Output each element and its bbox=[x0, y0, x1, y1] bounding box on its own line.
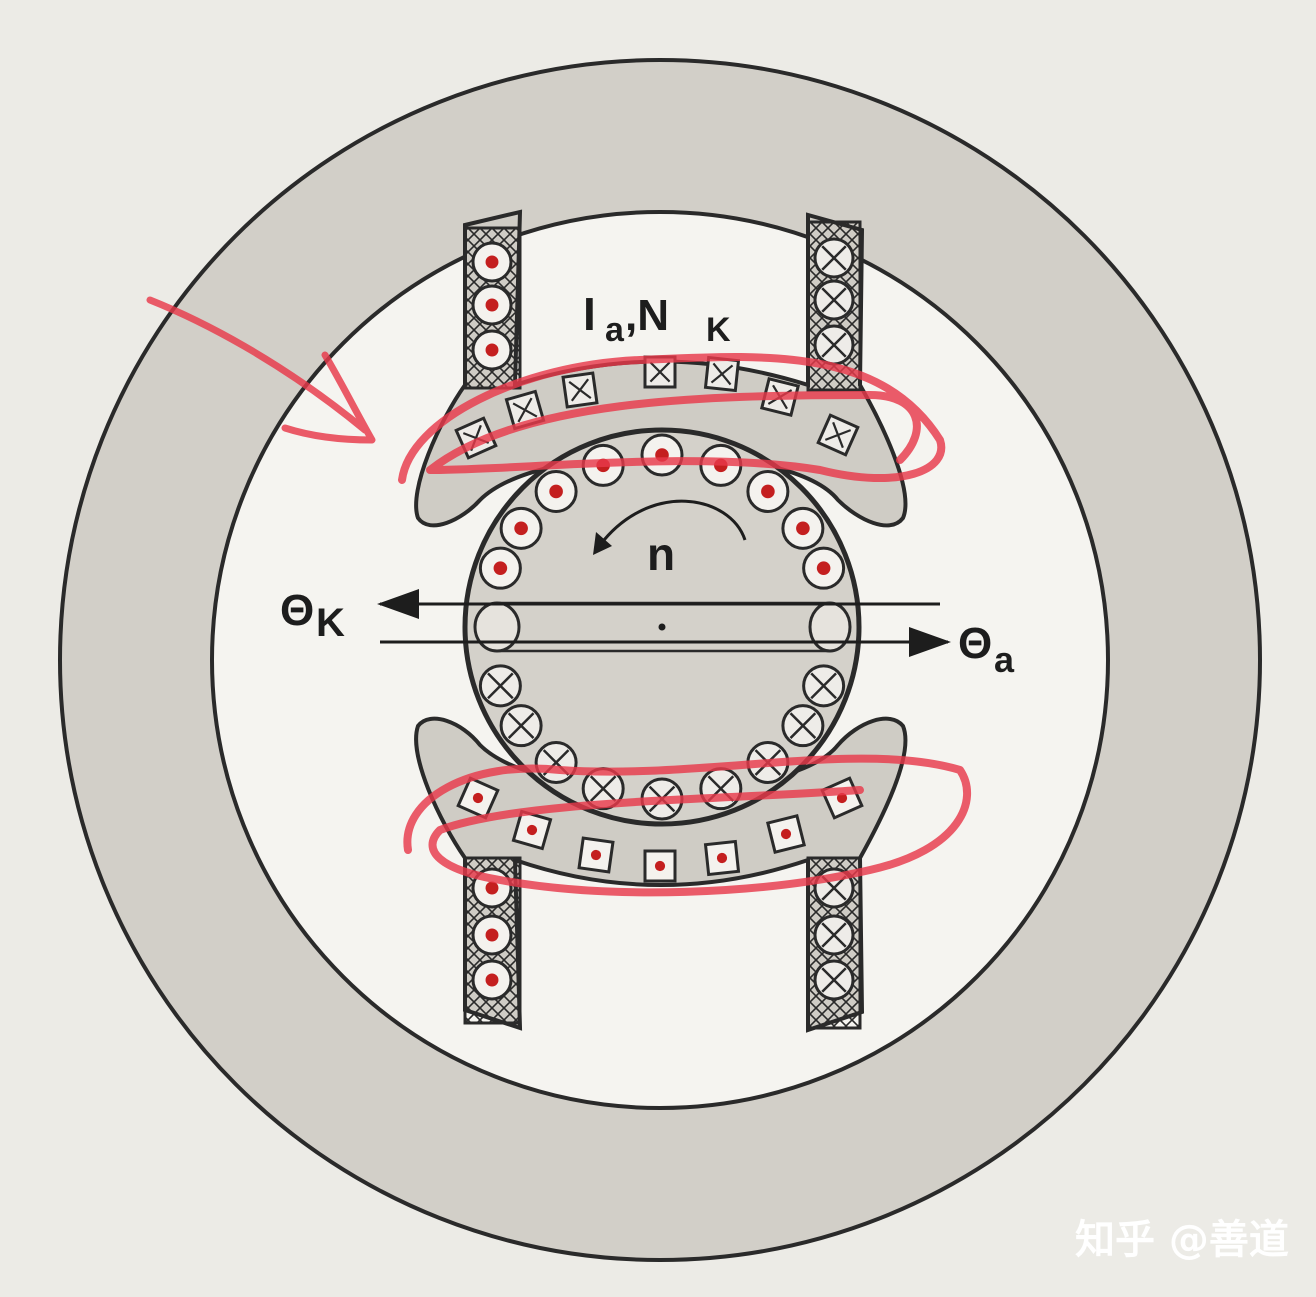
right-brush-end bbox=[808, 601, 852, 653]
armature-current-symbol: I bbox=[583, 288, 596, 340]
rotor-conductor-cross bbox=[802, 664, 846, 708]
field-conductor-cross bbox=[813, 959, 855, 1001]
rotation-arc bbox=[598, 499, 747, 546]
compensating-conductor-dot bbox=[703, 839, 741, 877]
compensating-conductor-dot bbox=[643, 849, 677, 883]
red-arrow-stroke bbox=[146, 296, 369, 434]
compensating-conductor-cross bbox=[816, 413, 860, 457]
compensating-conductor-cross bbox=[703, 355, 741, 393]
field-conductor-cross bbox=[813, 914, 855, 956]
watermark-text: 知乎 @善道 bbox=[1075, 1217, 1289, 1263]
theta-k-subscript: K bbox=[316, 601, 345, 645]
compensating-conductor-cross bbox=[561, 371, 599, 409]
rotor-conductor-dot bbox=[746, 469, 790, 513]
red-arrow-head bbox=[281, 351, 376, 444]
rotor-conductor-cross bbox=[499, 704, 543, 748]
red-loop-bottom bbox=[403, 754, 972, 897]
theta-k-symbol: Θ bbox=[280, 586, 314, 635]
armature-current-subscript: a bbox=[605, 311, 625, 349]
rotation-arrowhead bbox=[593, 532, 612, 555]
field-conductor-dot bbox=[471, 959, 513, 1001]
rotor-center-dot bbox=[658, 623, 666, 631]
theta-a-subscript: a bbox=[994, 639, 1015, 680]
rotor-conductor-dot bbox=[802, 546, 846, 590]
theta-k-label: Θ K bbox=[280, 586, 345, 645]
field-conductor-cross bbox=[813, 324, 855, 366]
compensating-conductor-dot bbox=[765, 813, 807, 855]
rotor-conductor-dot bbox=[534, 469, 578, 513]
red-loop-top bbox=[398, 353, 946, 484]
theta-a-label: Θ a bbox=[958, 619, 1015, 680]
compensating-conductor-dot bbox=[577, 836, 615, 874]
compensating-conductor-dot bbox=[511, 809, 553, 851]
rotor-conductor-cross bbox=[699, 767, 743, 811]
rotor-conductor-dot bbox=[499, 506, 543, 550]
red-annotation-layer bbox=[146, 296, 972, 897]
field-conductor-dot bbox=[471, 329, 513, 371]
field-conductor-cross bbox=[813, 237, 855, 279]
speed-label: n bbox=[647, 528, 675, 580]
turns-subscript: K bbox=[706, 311, 731, 349]
compensating-conductor-dot bbox=[456, 776, 500, 820]
armature-label: I a ,N K bbox=[583, 288, 731, 349]
rotor-conductor-cross bbox=[534, 741, 578, 785]
rotor-conductor-dot bbox=[781, 506, 825, 550]
rotor-conductor-cross bbox=[478, 664, 522, 708]
rotor-conductor-cross bbox=[781, 704, 825, 748]
left-brush-end bbox=[473, 601, 521, 653]
conductor-group bbox=[454, 237, 864, 1001]
field-conductor-cross bbox=[813, 279, 855, 321]
rotor-conductor-dot bbox=[478, 546, 522, 590]
theta-a-symbol: Θ bbox=[958, 619, 992, 668]
field-conductor-dot bbox=[471, 241, 513, 283]
rotor-conductor-dot bbox=[640, 433, 684, 477]
field-conductor-dot bbox=[471, 284, 513, 326]
turns-symbol: ,N bbox=[625, 291, 669, 340]
field-conductor-dot bbox=[471, 914, 513, 956]
